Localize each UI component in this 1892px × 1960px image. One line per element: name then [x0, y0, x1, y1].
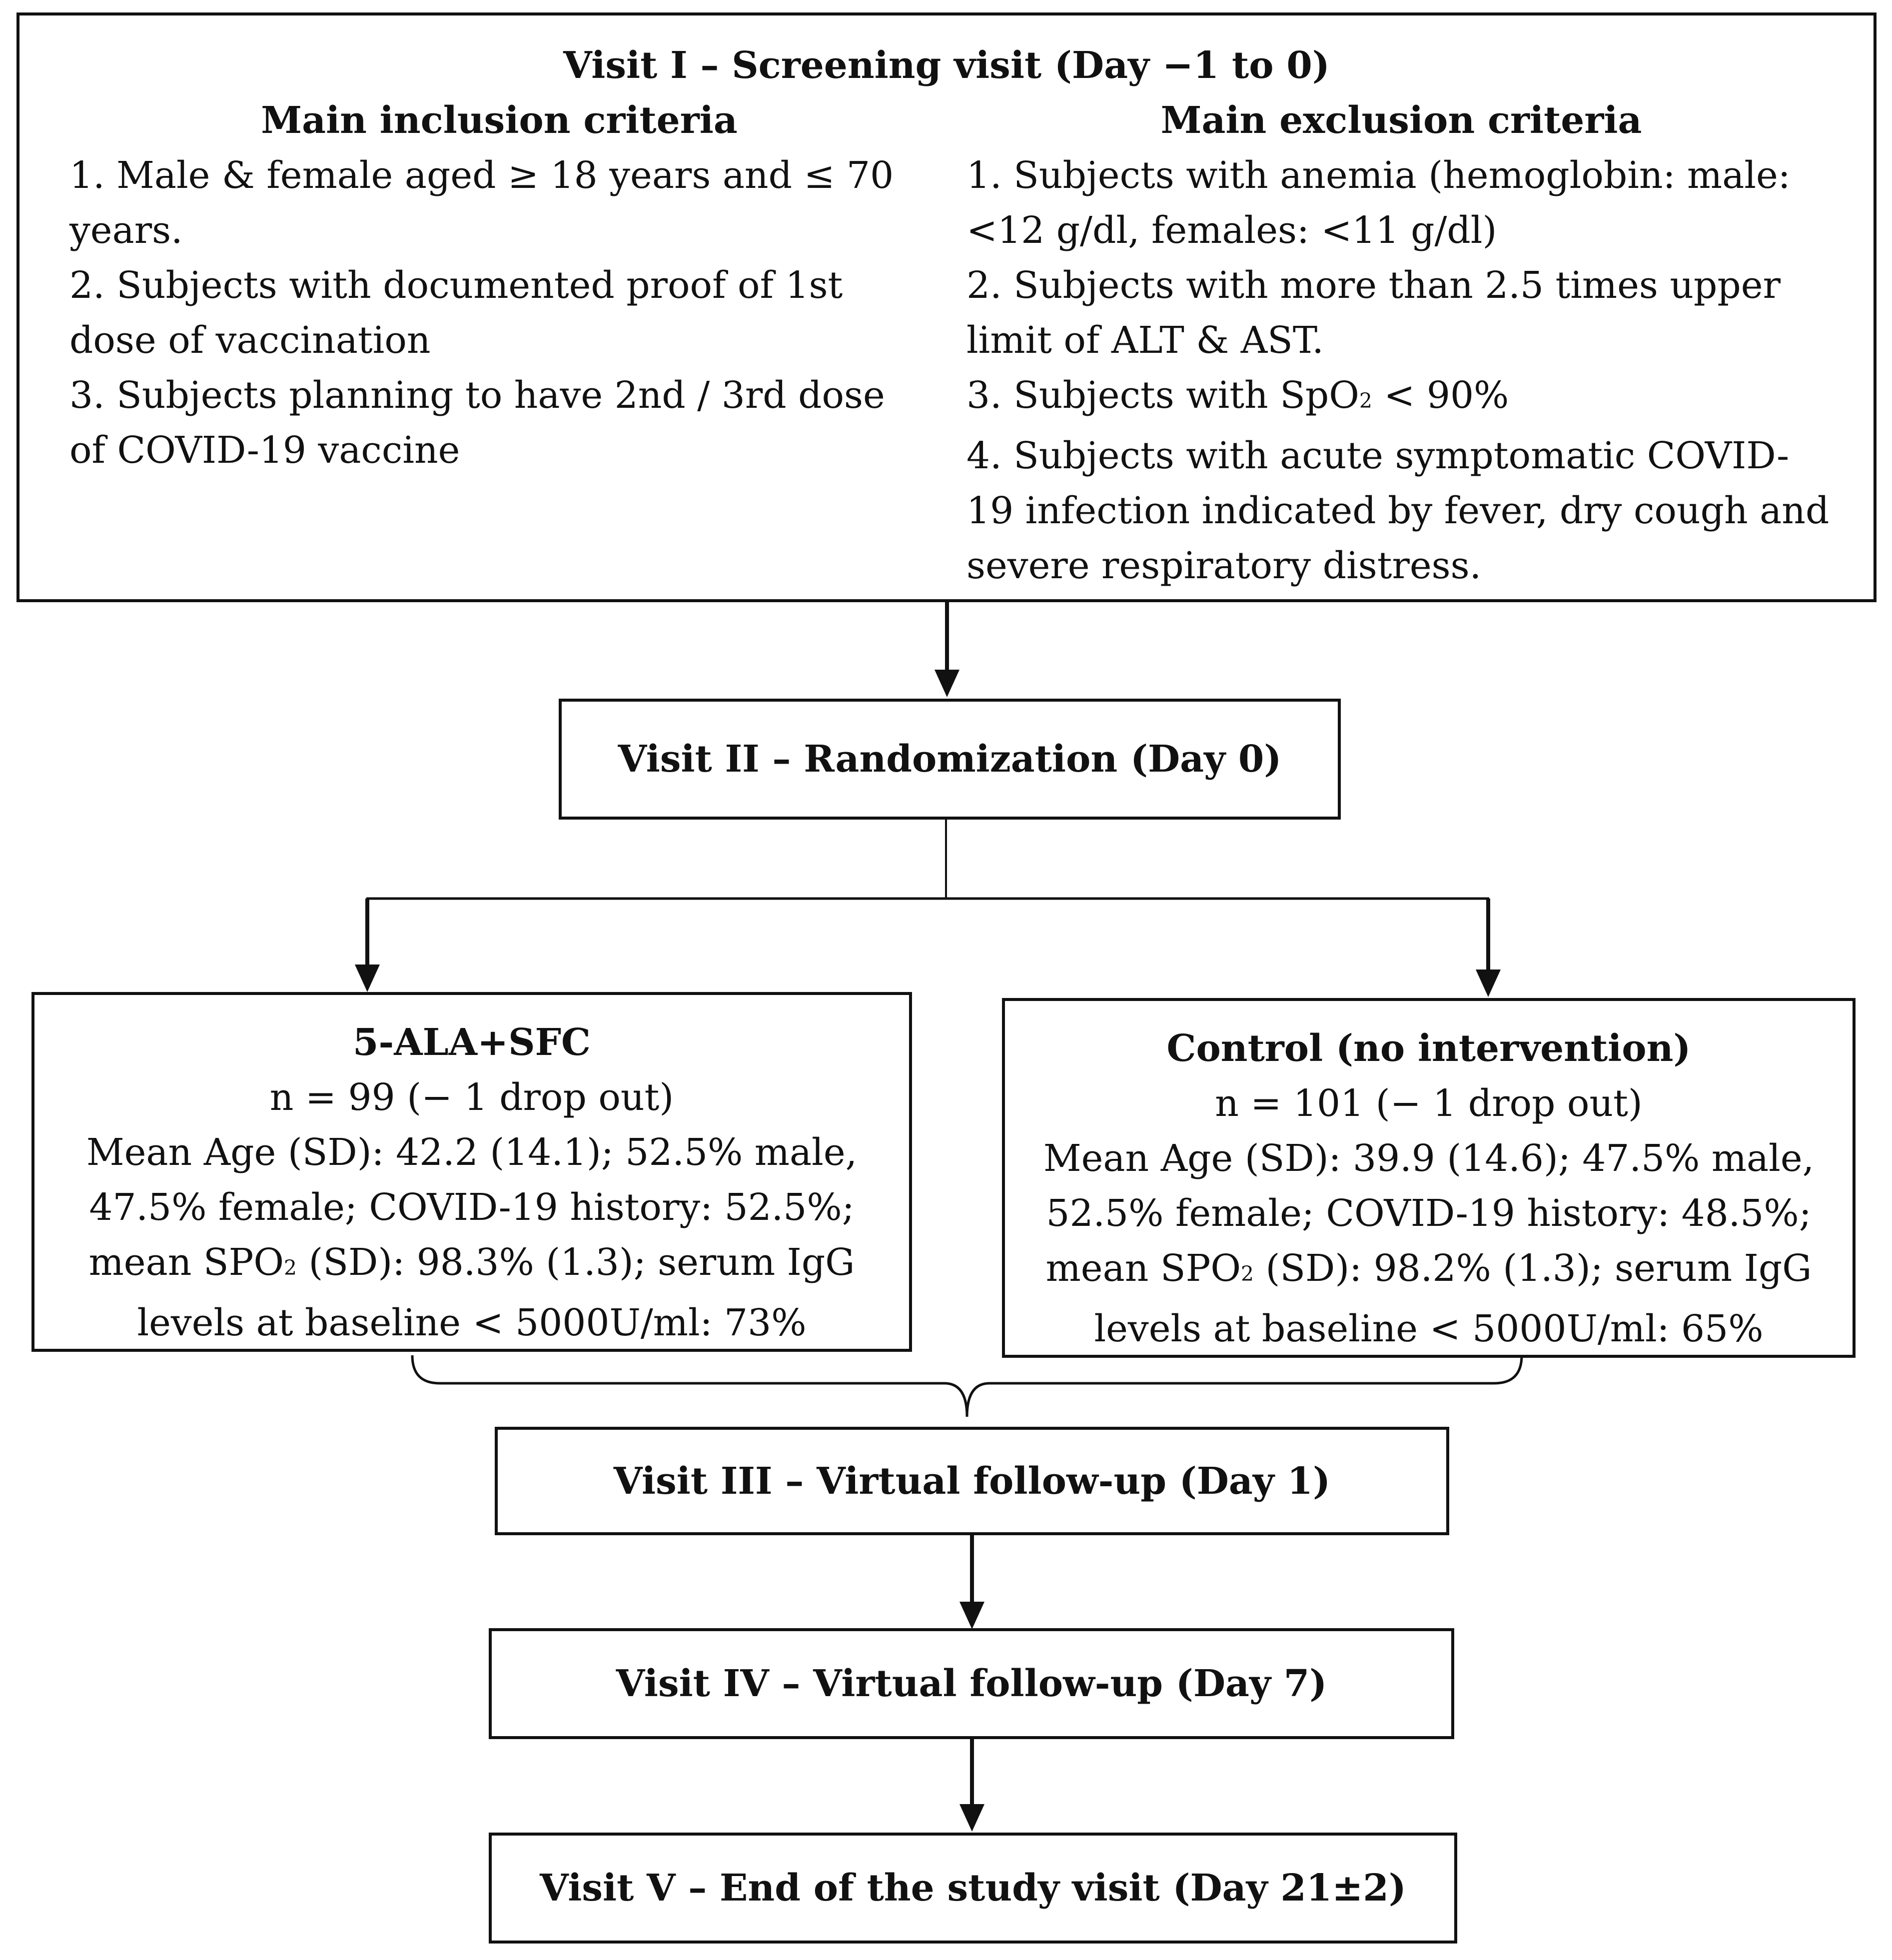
visit4-title: Visit IV – Virtual follow-up (Day 7)	[616, 1662, 1327, 1705]
visit4-followup-box: Visit IV – Virtual follow-up (Day 7)	[489, 1628, 1454, 1739]
visit5-end-box: Visit V – End of the study visit (Day 21…	[489, 1833, 1457, 1944]
exclusion-criteria-heading: Main exclusion criteria	[1160, 99, 1642, 142]
inclusion-criteria-column: Main inclusion criteria 1. Male & female…	[69, 93, 929, 478]
control-arm-line2: 52.5% female; COVID-19 history: 48.5%;	[1046, 1192, 1812, 1235]
visit5-title: Visit V – End of the study visit (Day 21…	[540, 1867, 1406, 1910]
arrowhead-visit5	[959, 1804, 984, 1832]
arrowhead-treatment-arm	[355, 965, 380, 992]
visit1-title: Visit I – Screening visit (Day −1 to 0)	[563, 44, 1330, 87]
control-arm-line1: Mean Age (SD): 39.9 (14.6); 47.5% male,	[1043, 1137, 1815, 1180]
inclusion-criteria-heading: Main inclusion criteria	[261, 99, 738, 142]
exclusion-item-3-text: 3. Subjects with SpO	[966, 374, 1359, 417]
control-arm-n: n = 101 (− 1 drop out)	[1215, 1082, 1643, 1125]
exclusion-item-3-threshold: < 90%	[1372, 374, 1509, 417]
arrowhead-visit4	[959, 1602, 984, 1629]
inclusion-criteria-list: 1. Male & female aged ≥ 18 years and ≤ 7…	[69, 148, 929, 478]
treatment-arm-line3-subscript: 2	[284, 1256, 297, 1280]
visit2-randomization-box: Visit II – Randomization (Day 0)	[559, 699, 1341, 820]
control-arm-box: Control (no intervention) n = 101 (− 1 d…	[1002, 998, 1856, 1358]
treatment-arm-line3-rest: (SD): 98.3% (1.3); serum IgG	[296, 1241, 855, 1284]
inclusion-item-3: 3. Subjects planning to have 2nd / 3rd d…	[69, 374, 885, 472]
visit3-title: Visit III – Virtual follow-up (Day 1)	[613, 1459, 1331, 1503]
exclusion-item-2: 2. Subjects with more than 2.5 times upp…	[966, 264, 1781, 362]
treatment-arm-line3: mean SPO2 (SD): 98.3% (1.3); serum IgG	[34, 1235, 909, 1295]
exclusion-item-4: 4. Subjects with acute symptomatic COVID…	[966, 434, 1830, 587]
treatment-arm-title: 5-ALA+SFC	[353, 1021, 591, 1064]
control-arm-line3: mean SPO2 (SD): 98.2% (1.3); serum IgG	[1005, 1241, 1853, 1301]
treatment-arm-line4: levels at baseline < 5000U/ml: 73%	[137, 1301, 807, 1344]
treatment-arm-n: n = 99 (− 1 drop out)	[269, 1076, 674, 1119]
inclusion-item-2: 2. Subjects with documented proof of 1st…	[69, 264, 843, 362]
treatment-arm-line1: Mean Age (SD): 42.2 (14.1); 52.5% male,	[86, 1131, 858, 1174]
exclusion-criteria-list: 1. Subjects with anemia (hemoglobin: mal…	[966, 148, 1836, 593]
exclusion-item-3: 3. Subjects with SpO2 < 90%	[966, 368, 1836, 428]
control-arm-line4: levels at baseline < 5000U/ml: 65%	[1094, 1307, 1764, 1350]
visit2-title: Visit II – Randomization (Day 0)	[618, 738, 1282, 781]
visit3-followup-box: Visit III – Virtual follow-up (Day 1)	[495, 1427, 1449, 1535]
control-arm-line3-rest: (SD): 98.2% (1.3); serum IgG	[1253, 1247, 1812, 1290]
exclusion-criteria-column: Main exclusion criteria 1. Subjects with…	[966, 93, 1836, 593]
merge-brace	[411, 1355, 1523, 1417]
control-arm-title: Control (no intervention)	[1166, 1027, 1691, 1070]
visit1-screening-box: Visit I – Screening visit (Day −1 to 0) …	[16, 12, 1877, 602]
control-arm-line3-subscript: 2	[1241, 1262, 1254, 1286]
exclusion-item-3-subscript: 2	[1359, 389, 1372, 413]
treatment-arm-line3-text: mean SPO	[88, 1241, 284, 1284]
inclusion-item-1: 1. Male & female aged ≥ 18 years and ≤ 7…	[69, 154, 894, 252]
treatment-arm-box: 5-ALA+SFC n = 99 (− 1 drop out) Mean Age…	[31, 992, 912, 1352]
control-arm-line3-text: mean SPO	[1045, 1247, 1241, 1290]
treatment-arm-line2: 47.5% female; COVID-19 history: 52.5%;	[89, 1186, 855, 1229]
arrowhead-visit2	[935, 670, 959, 697]
exclusion-item-1: 1. Subjects with anemia (hemoglobin: mal…	[966, 154, 1791, 252]
arrowhead-control-arm	[1476, 970, 1501, 997]
